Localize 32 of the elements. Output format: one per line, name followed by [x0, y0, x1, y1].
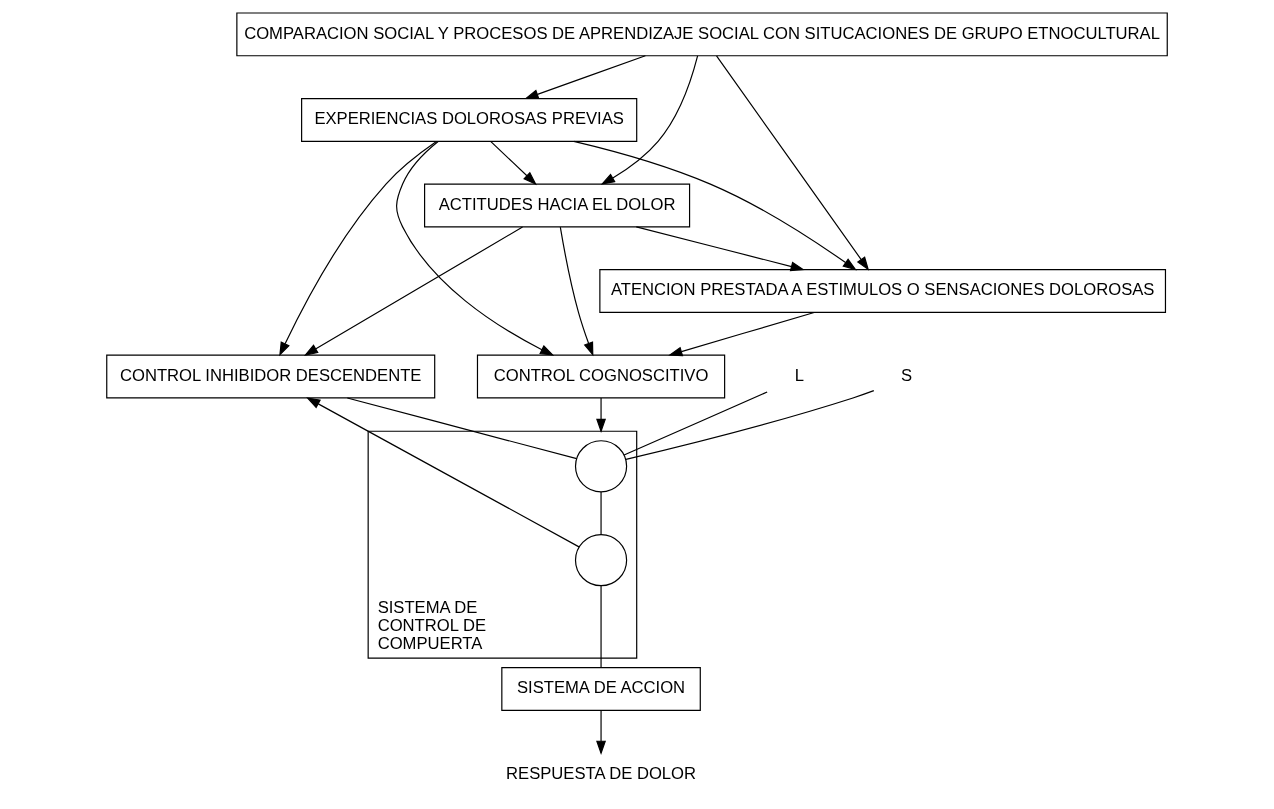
arrow	[524, 55, 646, 99]
node-box: EXPERIENCIAS DOLOROSAS PREVIAS	[301, 97, 638, 142]
arrow	[559, 226, 594, 357]
arrow	[396, 140, 555, 356]
arrow	[668, 311, 815, 357]
arrow	[573, 140, 857, 271]
arrow	[596, 710, 607, 755]
arrow	[715, 55, 870, 271]
arrow	[490, 141, 537, 186]
node-text: S	[900, 365, 912, 385]
arrow	[635, 226, 805, 272]
node-text: RESPUESTA DE DOLOR	[506, 764, 697, 784]
node-box: COMPARACION SOCIAL Y PROCESOS DE APRENDIZAJE SOCIAL CON SITUCACIONES DE GRUPO ETNOCULTURAL	[236, 12, 1168, 57]
node-box: SISTEMA DE ACCION	[501, 667, 701, 712]
arrow	[306, 397, 580, 548]
arrow	[600, 55, 699, 185]
arrow	[279, 141, 437, 357]
node-box: ACTITUDES HACIA EL DOLOR	[424, 183, 691, 228]
connector	[346, 397, 578, 460]
node-circle	[574, 440, 628, 493]
node-circle	[574, 534, 628, 587]
cluster: SISTEMA DE CONTROL DE COMPUERTA	[367, 430, 638, 659]
arrow	[596, 397, 607, 434]
connector	[623, 391, 768, 456]
node-box: CONTROL INHIBIDOR DESCENDENTE	[106, 354, 436, 399]
node-box: CONTROL COGNOSCITIVO	[476, 354, 726, 399]
node-box: ATENCION PRESTADA A ESTIMULOS O SENSACIONES DOLOROSAS	[599, 269, 1167, 313]
connector	[600, 491, 602, 535]
arrow	[303, 226, 524, 356]
connector	[600, 585, 602, 668]
connector	[625, 390, 875, 460]
node-text: L	[794, 365, 805, 385]
